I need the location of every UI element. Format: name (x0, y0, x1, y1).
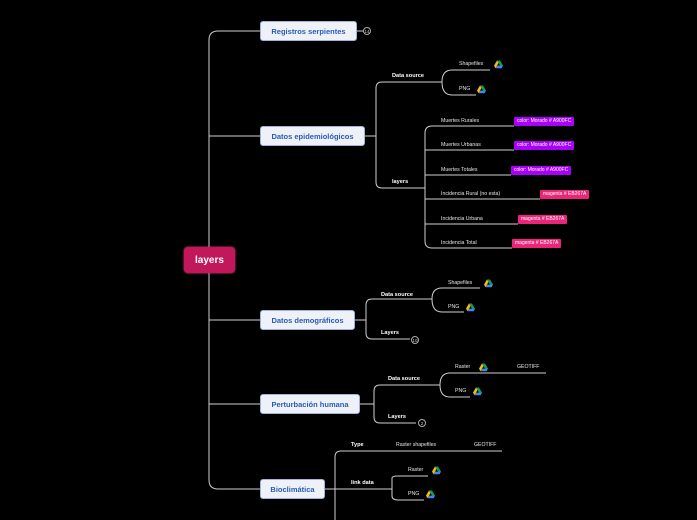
subtopic-shapefiles[interactable]: Shapefiles (459, 61, 484, 67)
layer-incidencia-rural[interactable]: Incidencia Rural (no esta) (441, 191, 501, 197)
topic-perturbacion-humana[interactable]: Perturbación humana (260, 394, 360, 414)
collapsed-count-badge[interactable]: 10 (411, 336, 419, 344)
color-tag-purple: color: Morado # A900FC (511, 166, 572, 175)
subtopic-type[interactable]: Type (351, 442, 364, 448)
color-tag-purple: color: Morado # A900FC (514, 141, 575, 150)
subtopic-shapefiles[interactable]: Shapefiles (448, 280, 473, 286)
topic-datos-epidemiologicos[interactable]: Datos epidemiológicos (260, 126, 365, 146)
topic-registros-serpientes[interactable]: Registros serpientes (260, 21, 357, 41)
google-drive-icon[interactable] (479, 363, 488, 372)
topic-bioclimatica[interactable]: Bioclimática (260, 479, 325, 499)
subtopic-data-source[interactable]: Data source (381, 292, 414, 298)
subtopic-data-source[interactable]: Data source (392, 73, 425, 79)
google-drive-icon[interactable] (484, 279, 493, 288)
subtopic-geotiff[interactable]: GEOTIFF (474, 442, 497, 448)
subtopic-png[interactable]: PNG (448, 304, 460, 310)
google-drive-icon[interactable] (432, 466, 441, 475)
subtopic-png[interactable]: PNG (455, 388, 467, 394)
color-tag-purple: color: Morado # A900FC (514, 117, 575, 126)
color-tag-magenta: magenta # EB267A (540, 190, 590, 199)
layer-muertes-totales[interactable]: Muertes Totales (441, 167, 478, 173)
subtopic-png[interactable]: PNG (459, 86, 471, 92)
topic-datos-demograficos[interactable]: Datos demográficos (260, 310, 355, 330)
subtopic-raster-shapefiles[interactable]: Raster shapefiles (396, 442, 437, 448)
subtopic-data-source[interactable]: Data source (388, 376, 421, 382)
subtopic-layers[interactable]: Layers (381, 330, 400, 336)
google-drive-icon[interactable] (477, 85, 486, 94)
subtopic-layers[interactable]: Layers (388, 414, 407, 420)
color-tag-magenta: magenta # EB267A (518, 215, 568, 224)
subtopic-raster[interactable]: Raster (455, 364, 471, 370)
subtopic-raster[interactable]: Raster (408, 467, 424, 473)
google-drive-icon[interactable] (466, 303, 475, 312)
collapsed-count-badge[interactable]: 14 (363, 27, 371, 35)
collapsed-count-badge[interactable]: 2 (418, 419, 426, 427)
google-drive-icon[interactable] (494, 60, 503, 69)
google-drive-icon[interactable] (426, 490, 435, 499)
subtopic-png[interactable]: PNG (408, 491, 420, 497)
subtopic-link-data[interactable]: link data (351, 480, 374, 486)
subtopic-geotiff[interactable]: GEOTIFF (517, 364, 540, 370)
layer-incidencia-urbana[interactable]: Incidencia Urbana (441, 216, 483, 222)
layer-incidencia-total[interactable]: Incidencia Total (441, 240, 477, 246)
subtopic-layers[interactable]: layers (392, 179, 409, 185)
color-tag-magenta: magenta # EB267A (512, 239, 562, 248)
layer-muertes-rurales[interactable]: Muertes Rurales (441, 118, 480, 124)
layer-muertes-urbanas[interactable]: Muertes Urbanas (441, 142, 481, 148)
root-topic[interactable]: layers (184, 247, 235, 273)
google-drive-icon[interactable] (473, 387, 482, 396)
